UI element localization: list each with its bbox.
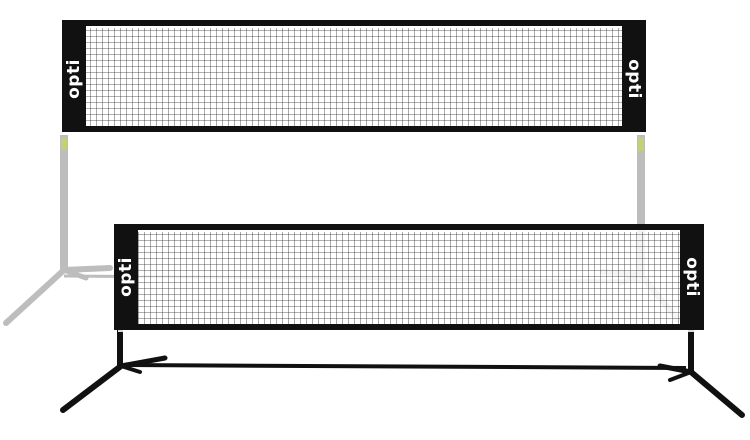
front-net-left-logo: opti (116, 257, 136, 297)
back-net-right-brand-text: opti (624, 59, 644, 99)
front-net-right-stand (657, 330, 745, 418)
back-net-left-pole (3, 135, 113, 326)
front-net-ground-bar (123, 363, 687, 370)
back-net-right-logo: opti (624, 59, 644, 99)
back-net-left-panel (62, 20, 86, 132)
back-net-left-brand-text: opti (64, 59, 84, 99)
front-net-left-panel (114, 224, 138, 330)
front-net-right-panel (680, 224, 704, 330)
front-net-left-stand (60, 330, 168, 413)
front-net-right-brand-text: opti (682, 257, 702, 297)
front-net-left-brand-text: opti (116, 257, 136, 297)
back-net-left-logo: opti (64, 59, 84, 99)
back-net-right-panel (622, 20, 646, 132)
front-net-right-logo: opti (682, 257, 702, 297)
front-net (60, 224, 745, 418)
back-net (3, 20, 681, 326)
